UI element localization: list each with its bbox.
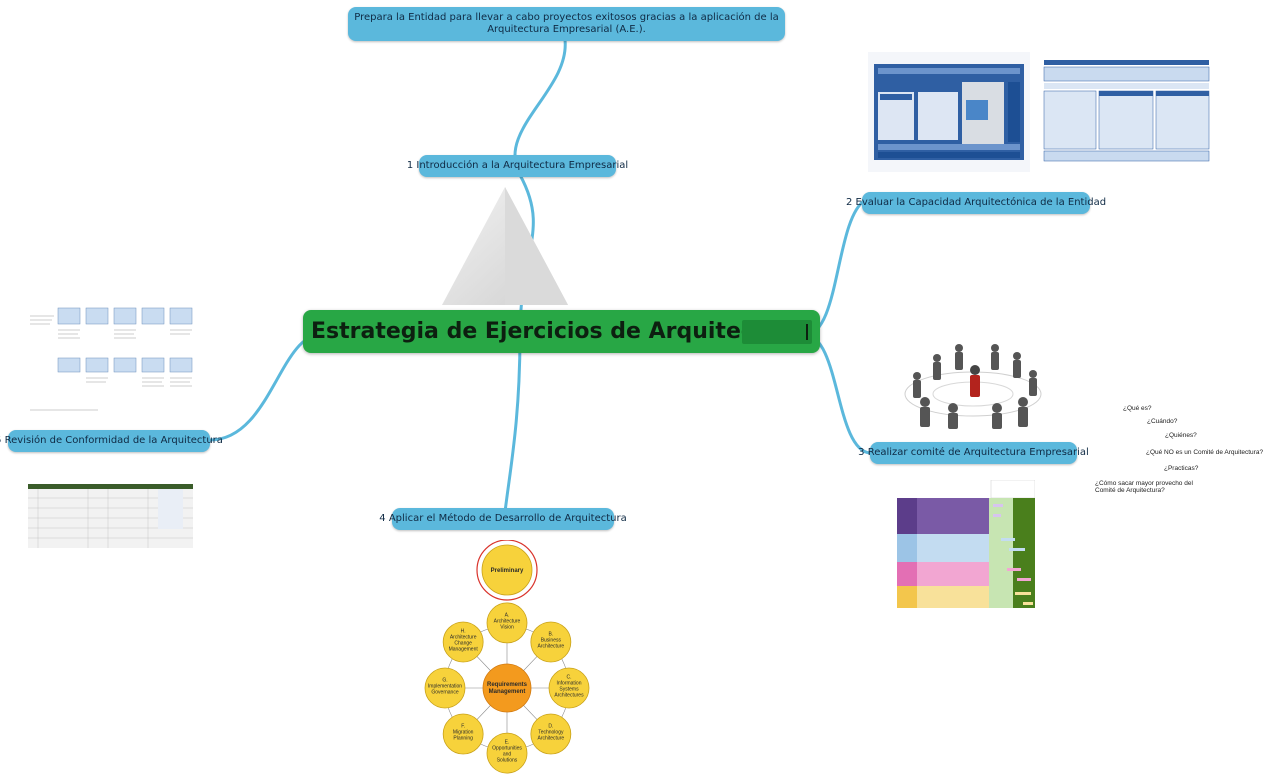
requirements-management-hub bbox=[482, 663, 532, 713]
adm-phase-a bbox=[486, 602, 528, 644]
question-que-no-es: ¿Qué NO es un Comité de Arquitectura? bbox=[1146, 449, 1264, 456]
connector-3 bbox=[803, 333, 872, 455]
connector-5 bbox=[208, 333, 322, 442]
preliminary-label: Preliminary bbox=[491, 568, 524, 574]
central-color-swatch bbox=[742, 320, 812, 344]
question-cuando: ¿Cuándo? bbox=[1147, 418, 1178, 425]
adm-phase-h bbox=[442, 621, 484, 663]
branch-3-comite[interactable]: 3 Realizar comité de Arquitectura Empres… bbox=[858, 442, 1089, 464]
adm-phase-f bbox=[442, 713, 484, 755]
adm-phase-c bbox=[548, 667, 590, 709]
adm-phase-d bbox=[530, 713, 572, 755]
question-que-es: ¿Qué es? bbox=[1123, 405, 1152, 412]
central-title: Estrategia de Ejercicios de Arquitectura bbox=[311, 319, 806, 344]
capability-table-graphic bbox=[1043, 58, 1210, 163]
people-network-graphic bbox=[904, 344, 1042, 429]
adm-phase-e bbox=[486, 732, 528, 774]
question-quienes: ¿Quiénes? bbox=[1165, 432, 1197, 439]
top-note[interactable]: Prepara la Entidad para llevar a cabo pr… bbox=[348, 7, 785, 41]
conformity-process-image bbox=[28, 306, 208, 414]
process-flow-graphic bbox=[30, 307, 193, 411]
branch-4-metodo[interactable]: 4 Aplicar el Método de Desarrollo de Arq… bbox=[379, 508, 627, 530]
capability-table-image bbox=[1043, 58, 1210, 163]
branch-1-introduccion[interactable]: 1 Introducción a la Arquitectura Empresa… bbox=[407, 155, 628, 177]
conformity-spreadsheet-image bbox=[28, 470, 193, 548]
connector-4 bbox=[503, 333, 522, 514]
question-practicas: ¿Practicas? bbox=[1164, 465, 1199, 472]
schedule-graphic bbox=[897, 479, 1036, 608]
spreadsheet-graphic bbox=[28, 470, 193, 548]
capability-framework-graphic bbox=[868, 52, 1030, 172]
committee-network-image bbox=[897, 318, 1049, 430]
question-mayor-provecho: ¿Cómo sacar mayor provecho del Comité de… bbox=[1095, 480, 1193, 494]
central-topic[interactable]: Estrategia de Ejercicios de Arquitectura bbox=[303, 310, 820, 353]
branch-2-evaluar[interactable]: 2 Evaluar la Capacidad Arquitectónica de… bbox=[846, 192, 1106, 214]
triangle-graphic bbox=[442, 187, 568, 305]
committee-schedule-image bbox=[897, 479, 1036, 608]
branch-5-revision[interactable]: 5 Revisión de Conformidad de la Arquitec… bbox=[0, 430, 223, 452]
preliminary-phase bbox=[481, 544, 533, 596]
preliminary-ring bbox=[476, 540, 538, 601]
capability-framework-image bbox=[868, 52, 1030, 172]
adm-phase-b bbox=[530, 621, 572, 663]
adm-phase-g bbox=[424, 667, 466, 709]
